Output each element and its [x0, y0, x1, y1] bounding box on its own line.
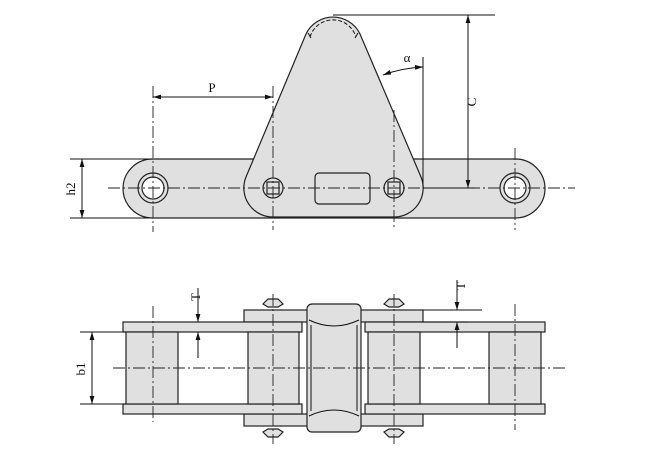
angle-label: α — [404, 50, 411, 65]
top-arc-ends — [307, 32, 359, 39]
center-slot — [314, 172, 371, 205]
side-view: P α C h2 — [63, 14, 575, 232]
pitch-label: P — [208, 80, 215, 95]
outer-plate-top-left — [122, 321, 303, 333]
h2-label: h2 — [63, 183, 78, 196]
c-label: C — [464, 98, 479, 107]
top-view: T T b1 — [73, 280, 565, 444]
outer-plate-bottom-left — [122, 403, 303, 415]
center-block-detail — [308, 319, 360, 417]
outer-plate-top-right — [364, 321, 546, 333]
attachment-plate — [243, 16, 424, 218]
b1-label: b1 — [73, 363, 88, 376]
top-arc — [309, 19, 357, 38]
t-left-label: T — [188, 293, 203, 301]
angle-dimension — [382, 64, 424, 76]
t-right-label: T — [453, 282, 468, 290]
outer-plate-bottom-right — [364, 403, 546, 415]
